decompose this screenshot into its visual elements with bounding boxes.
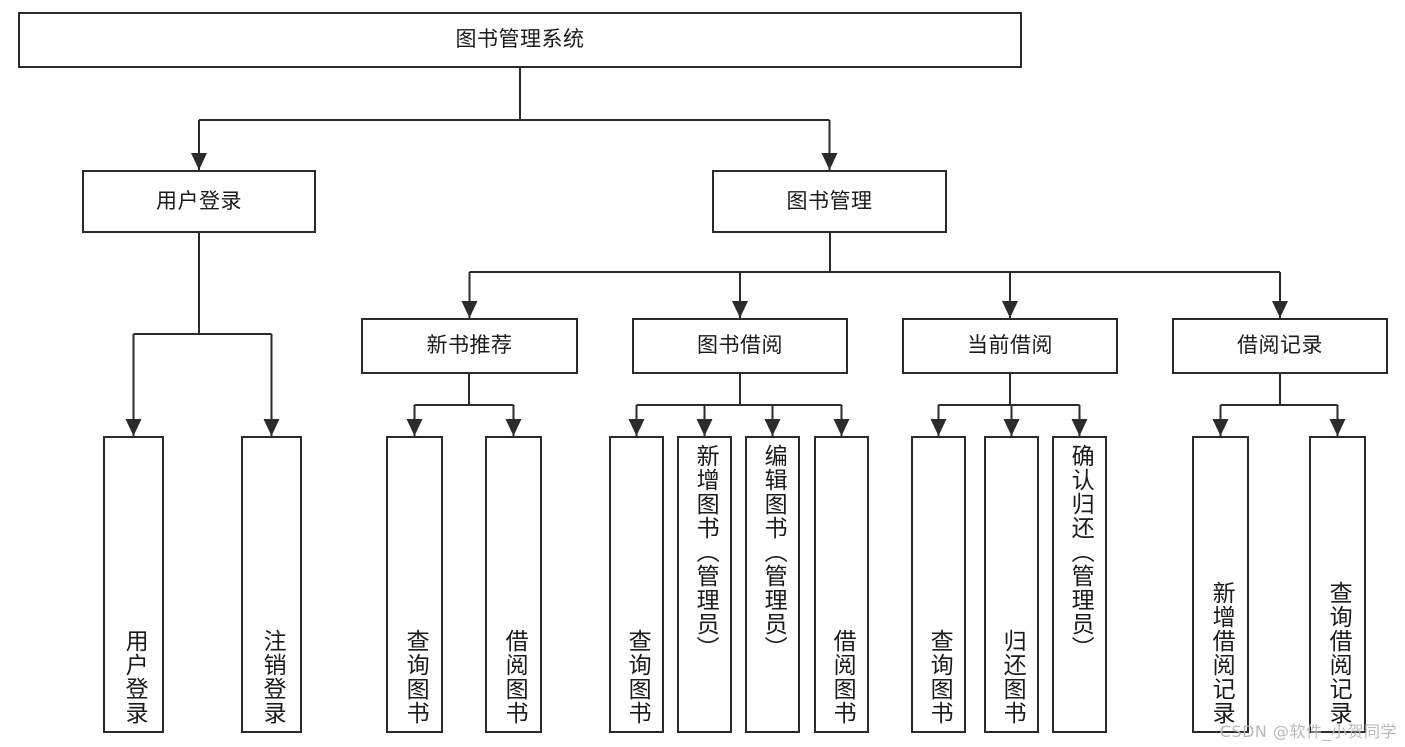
arrow-head-leaf-query-book-3 (930, 419, 947, 436)
node-book-borrow[interactable]: 图书借阅 (632, 318, 848, 374)
arrow-head-leaf-user-login (125, 419, 142, 436)
node-leaf-edit-book[interactable]: 编辑图书（管理员） (745, 436, 800, 733)
arrow-head-leaf-return-book (1003, 419, 1020, 436)
node-leaf-query-book-1[interactable]: 查询图书 (386, 436, 443, 733)
node-leaf-user-login[interactable]: 用户登录 (103, 436, 164, 733)
node-label: 新增借阅记录 (1208, 581, 1235, 725)
node-book-manage[interactable]: 图书管理 (712, 170, 947, 233)
node-label: 用户登录 (121, 629, 148, 725)
arrow-head-leaf-add-book (696, 419, 713, 436)
node-leaf-query-book-2[interactable]: 查询图书 (609, 436, 664, 733)
node-label: 新书推荐 (426, 333, 513, 358)
node-label: 借阅图书 (501, 629, 528, 725)
node-label: 查询图书 (926, 629, 953, 725)
node-label: 图书管理系统 (455, 27, 585, 52)
arrow-head-leaf-query-book-2 (628, 419, 645, 436)
node-leaf-add-record[interactable]: 新增借阅记录 (1192, 436, 1249, 733)
node-leaf-query-record[interactable]: 查询借阅记录 (1309, 436, 1366, 733)
arrow-head-leaf-query-record (1329, 419, 1346, 436)
node-borrow-record[interactable]: 借阅记录 (1172, 318, 1388, 374)
node-leaf-user-logout[interactable]: 注销登录 (241, 436, 302, 733)
node-leaf-borrow-book-2[interactable]: 借阅图书 (814, 436, 869, 733)
node-label: 查询借阅记录 (1325, 581, 1352, 725)
arrow-head-leaf-user-logout (263, 419, 280, 436)
node-leaf-borrow-book-1[interactable]: 借阅图书 (485, 436, 542, 733)
node-label: 图书借阅 (697, 333, 783, 358)
node-label: 借阅图书 (829, 629, 856, 725)
node-new-book-rec[interactable]: 新书推荐 (361, 318, 578, 374)
node-label: 归还图书 (999, 629, 1026, 725)
arrow-head-leaf-borrow-book-1 (505, 419, 522, 436)
node-leaf-return-book[interactable]: 归还图书 (984, 436, 1039, 733)
node-label: 查询图书 (624, 629, 651, 725)
node-user-login[interactable]: 用户登录 (82, 170, 316, 233)
node-leaf-add-book[interactable]: 新增图书（管理员） (677, 436, 732, 733)
arrow-head-user-login (191, 153, 207, 170)
node-label: 注销登录 (259, 629, 286, 725)
watermark: CSDN @软件_小贺同学 (1219, 722, 1397, 741)
arrow-head-borrow-record (1272, 301, 1288, 318)
node-root[interactable]: 图书管理系统 (18, 12, 1022, 68)
node-label: 当前借阅 (967, 333, 1053, 358)
node-leaf-confirm-return[interactable]: 确认归还（管理员） (1052, 436, 1107, 733)
arrow-head-new-book-rec (461, 301, 478, 318)
node-label: 新增图书（管理员） (692, 444, 719, 660)
arrow-head-leaf-add-record (1212, 419, 1229, 436)
arrow-head-current-borrow (1002, 301, 1018, 318)
arrow-head-leaf-edit-book (764, 419, 781, 436)
node-label: 查询图书 (402, 629, 429, 725)
arrow-head-leaf-query-book-1 (406, 419, 423, 436)
node-label: 借阅记录 (1237, 333, 1323, 358)
node-label: 编辑图书（管理员） (760, 444, 787, 660)
node-label: 图书管理 (786, 188, 873, 213)
arrow-head-book-borrow (732, 301, 748, 318)
node-current-borrow[interactable]: 当前借阅 (902, 318, 1118, 374)
arrow-head-leaf-confirm-return (1071, 419, 1088, 436)
arrow-head-book-manage (821, 153, 838, 170)
node-label: 用户登录 (156, 188, 242, 213)
arrow-head-leaf-borrow-book-2 (833, 419, 850, 436)
node-leaf-query-book-3[interactable]: 查询图书 (911, 436, 966, 733)
node-label: 确认归还（管理员） (1067, 444, 1094, 660)
